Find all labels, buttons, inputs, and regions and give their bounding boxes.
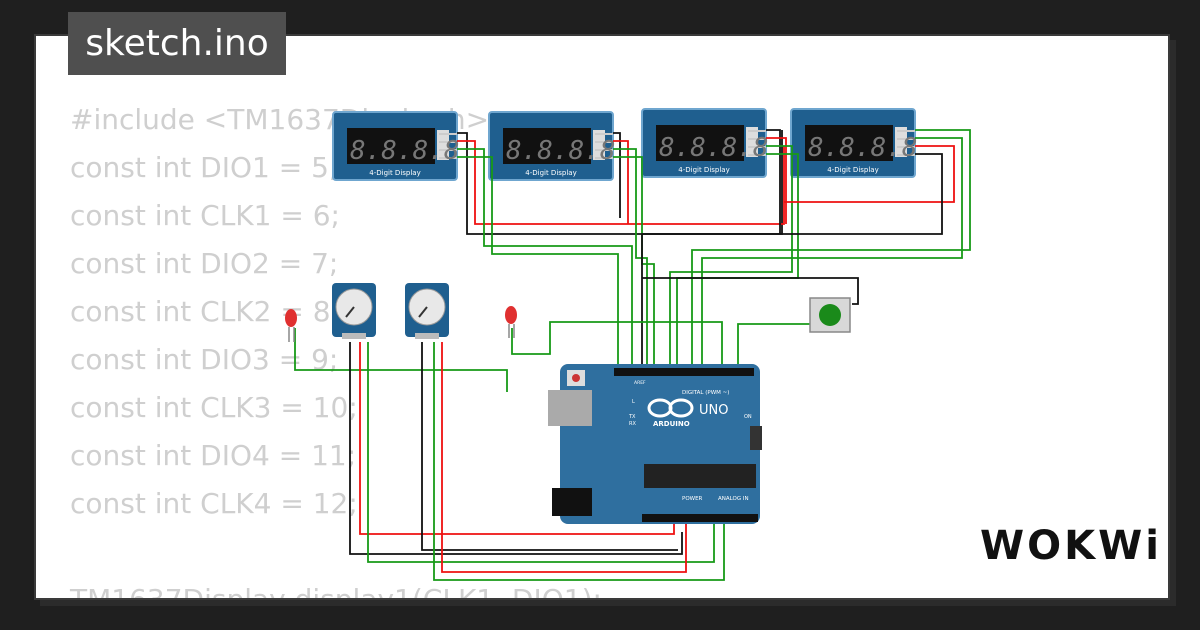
arduino-uno[interactable]: UNO ARDUINO DIGITAL (PWM ~) POWER ANALOG… [548,364,762,524]
push-button[interactable] [809,297,851,333]
led-1[interactable] [285,309,297,342]
display-label: 4-Digit Display [827,166,878,174]
display-4[interactable]: 8.8.8.8 4-Digit Display [790,108,918,178]
aref-label: AREF [634,380,646,386]
on-label: ON [744,414,752,420]
led-2[interactable] [505,306,517,338]
display-digits: 8.8.8.8 [659,133,769,163]
tx-label: TX [628,414,636,420]
code-line: const int DIO3 = 9; [70,343,339,376]
rx-label: RX [629,421,636,427]
potentiometer-2[interactable] [404,282,450,340]
display-label: 4-Digit Display [678,166,729,174]
digital-label: DIGITAL (PWM ~) [682,390,729,396]
display-3[interactable]: 8.8.8.8 4-Digit Display [641,108,769,178]
arduino-model: UNO [699,403,728,418]
l-label: L [632,399,635,405]
sketch-title: sketch.ino [68,12,286,75]
code-preview: #include <TM1637Display.h>const int DIO1… [70,96,602,600]
code-line: const int CLK4 = 12; [70,487,358,520]
power-label: POWER [682,496,703,502]
display-label: 4-Digit Display [525,169,576,177]
code-line: const int CLK1 = 6; [70,199,340,232]
preview-card: #include <TM1637Display.h>const int DIO1… [34,34,1170,600]
display-1[interactable]: 8.8.8.8 4-Digit Display [332,111,460,181]
analog-label: ANALOG IN [718,496,749,502]
code-line: TM1637Display display1(CLK1, DIO1); [70,583,602,600]
code-line: const int DIO2 = 7; [70,247,339,280]
display-digits: 8.8.8.8 [350,136,460,166]
circuit-diagram: 8.8.8.8 4-Digit Display 8.8.8.8 4-Digit … [285,108,971,581]
wokwi-logo[interactable]: WOKWi [980,523,1162,569]
code-line: const int DIO1 = 5; [70,151,339,184]
display-2[interactable]: 8.8.8.8 4-Digit Display [488,111,616,181]
potentiometer-1[interactable] [331,282,377,340]
code-line: const int DIO4 = 11; [70,439,357,472]
arduino-brand: ARDUINO [653,420,690,428]
wires [294,129,971,581]
display-label: 4-Digit Display [369,169,420,177]
display-digits: 8.8.8.8 [808,133,918,163]
display-digits: 8.8.8.8 [506,136,616,166]
